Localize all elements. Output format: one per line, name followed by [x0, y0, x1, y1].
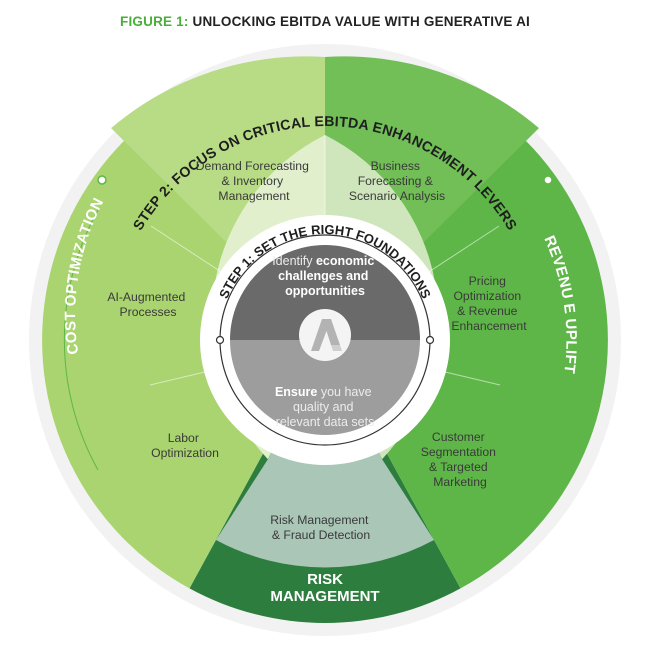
- left-accent-line: [63, 209, 99, 471]
- step1-left-dot: [215, 335, 225, 345]
- figure-label: FIGURE 1:: [120, 14, 189, 29]
- lever-demand-forecasting: Demand Forecasting & Inventory Managemen…: [196, 159, 313, 203]
- center-top-text: Identify economic challenges and opportu…: [272, 254, 378, 298]
- step1-right-dot: [425, 335, 435, 345]
- center-bottom-text: Ensure you have quality and relevant dat…: [275, 385, 375, 429]
- lever-labor-optimization: Labor Optimization: [151, 431, 219, 460]
- figure-title-text: UNLOCKING EBITDA VALUE WITH GENERATIVE A…: [192, 14, 530, 29]
- figure-title: FIGURE 1: UNLOCKING EBITDA VALUE WITH GE…: [0, 14, 650, 29]
- risk-label-line1: RISK: [307, 571, 343, 588]
- lever-ai-augmented-processes: AI-Augmented Processes: [107, 290, 188, 319]
- left-accent-dot: [97, 175, 107, 185]
- lever-customer-segmentation: Customer Segmentation & Targeted Marketi…: [421, 430, 500, 489]
- lever-risk-management: Risk Management & Fraud Detection: [270, 513, 372, 542]
- right-accent-line: [551, 209, 587, 471]
- chevron-a-logo-icon: [299, 309, 351, 361]
- right-accent-dot: [543, 175, 553, 185]
- lever-pricing-optimization: Pricing Optimization & Revenue Enhanceme…: [451, 274, 527, 333]
- lever-business-forecasting: Business Forecasting & Scenario Analysis: [349, 159, 445, 203]
- risk-label-line2: MANAGEMENT: [270, 588, 379, 605]
